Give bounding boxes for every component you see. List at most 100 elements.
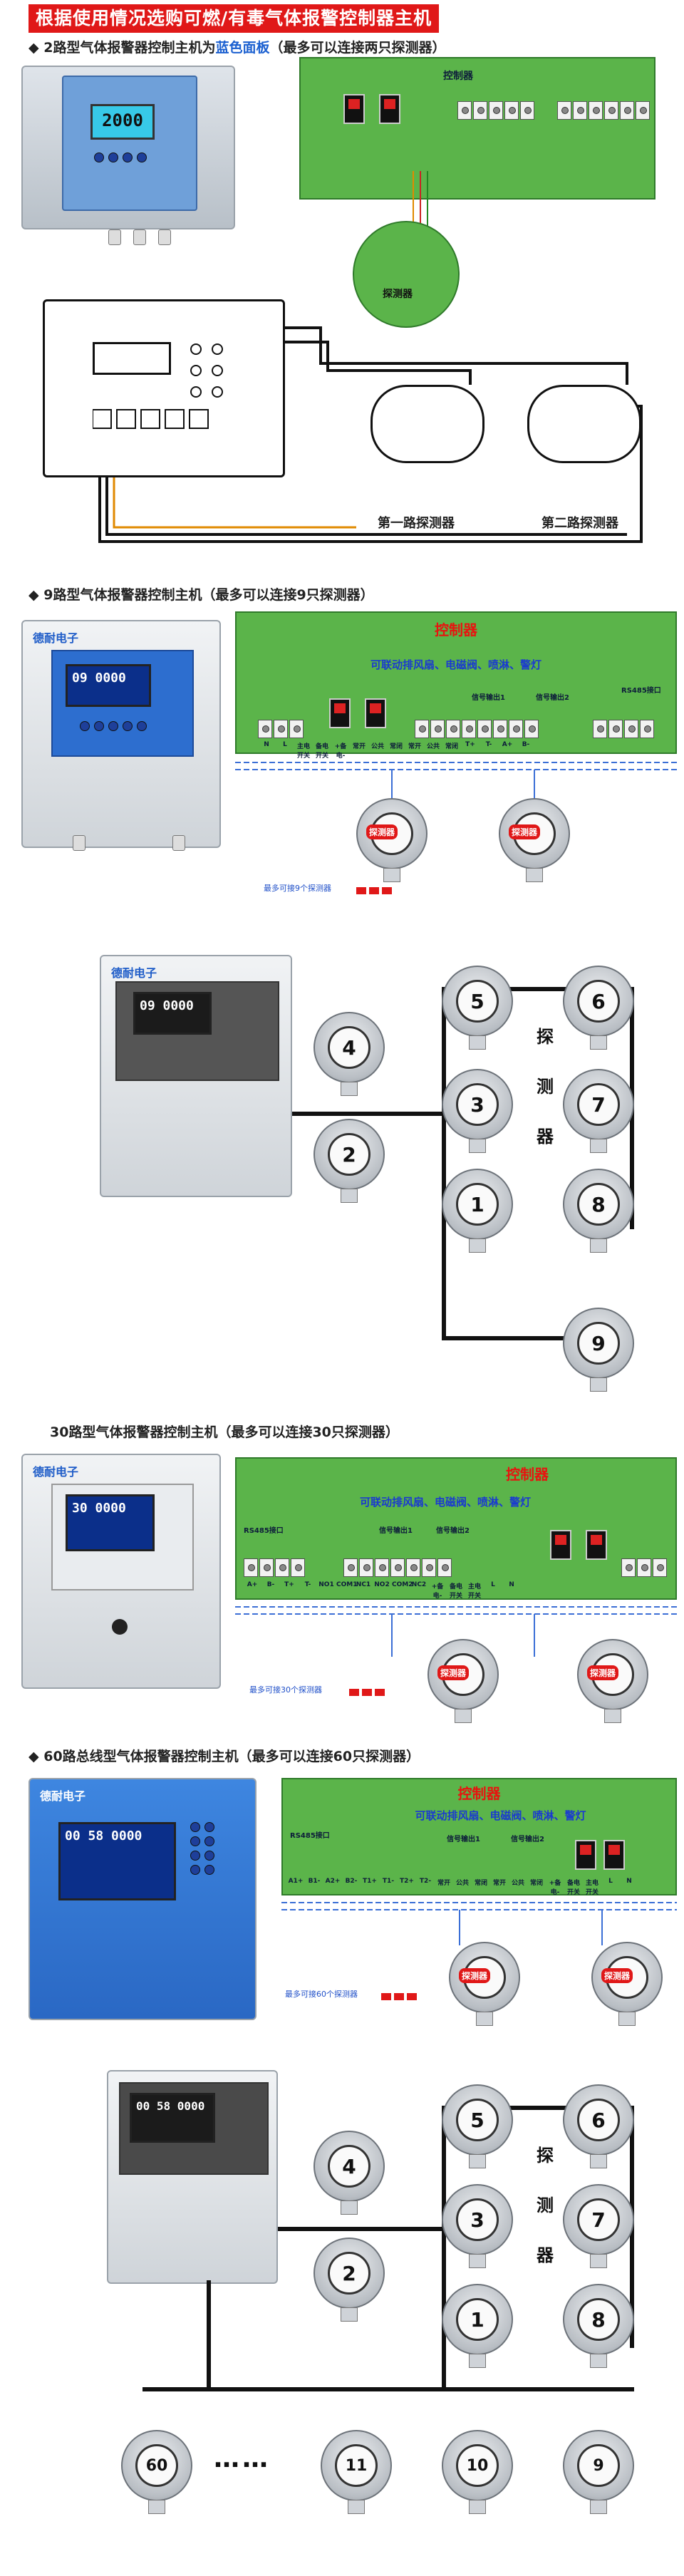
detector-10: 10 [435,2423,520,2515]
detector-tag: 探测器 [437,1665,470,1680]
detector-7: 7 [556,1062,641,1154]
terminal-block [244,1558,305,1577]
key-button[interactable] [190,1865,200,1875]
key-button[interactable] [80,721,90,731]
terminal-labels: A+ B- T+ T- NO1 COM1 NC1 NO2 COM2 NC2 +备… [247,1581,514,1600]
section1-heading-suffix: （最多可以连接两只探测器） [269,40,446,56]
pcb-subtitle: 可联动排风扇、电磁阀、喷淋、警灯 [415,1809,586,1822]
keypad [80,721,147,731]
controller-pcb-60way: 控制器 可联动排风扇、电磁阀、喷淋、警灯 RS485接口 信号输出1 信号输出2… [281,1778,677,1896]
bus-top [442,2106,634,2110]
signal-output-1-label: 信号输出1 [447,1836,480,1843]
key-button[interactable] [123,721,133,731]
pcb-title: 控制器 [443,71,473,82]
bus-left-branch [292,1112,445,1116]
keypad [190,1822,214,1875]
detector-11: 11 [314,2423,399,2515]
detector-5: 5 [435,2077,520,2170]
section2-heading: ◆ 9路型气体报警器控制主机（最多可以连接9只探测器） [28,587,374,603]
controller-pcb-2way: 控制器 [299,57,656,200]
key-button[interactable] [190,1822,200,1832]
detector-8: 8 [556,2277,641,2369]
main-power-switch [329,698,351,728]
detector-outline-2 [527,385,641,463]
terminal-block [557,101,650,120]
ellipsis: …… [214,2444,271,2473]
bus-down [207,2280,211,2387]
vertical-detector-label: 探 测 器 [537,1027,554,1147]
lcd-display: 30 0000 [66,1494,155,1551]
detector-9: 9 [556,2423,641,2515]
terminal-block [621,1558,667,1577]
detector-icon: 探测器 [492,791,577,884]
note-red-squares [349,1685,388,1696]
detector-icon: 探测器 [442,1935,527,2027]
bus-lines-60way [281,1902,677,1945]
controller-key-row [93,409,209,429]
rs485-label: RS485接口 [244,1527,284,1535]
lcd-value: 2000 [102,110,143,130]
detector-4: 4 [306,1005,392,1097]
detector-label-1: 第一路探测器 [378,516,455,531]
terminal-block [258,720,304,738]
controller-60way-grey: 00 58 0000 [107,2070,278,2284]
bus-lines-30way [235,1606,677,1657]
cable-gland [73,835,86,851]
vertical-detector-label: 探 测 器 [537,2146,554,2265]
key-button[interactable] [204,1851,214,1861]
key-button[interactable] [204,1865,214,1875]
backup-power-switch [550,1530,571,1560]
cable-gland [108,229,121,245]
max-detectors-note: 最多可接9个探测器 [264,884,331,893]
pcb-subtitle: 可联动排风扇、电磁阀、喷淋、警灯 [359,1496,531,1509]
lcd-value: 00 58 0000 [136,2099,205,2113]
rs485-label: RS485接口 [621,687,661,695]
key-button[interactable] [94,152,104,162]
detector-tag: 探测器 [509,824,541,839]
detector-icon: 探测器 [570,1632,656,1724]
max-detectors-note: 最多可接30个探测器 [249,1685,322,1695]
detector-outline-1 [370,385,484,463]
terminal-labels: A1+ B1- A2+ B2- T1+ T1- T2+ T2- 常开 公共 常闭… [288,1878,632,1896]
terminal-labels: N L 主电开关 备电开关 +备电- 常开 公共 常闭 常开 公共 常闭 T+ … [264,741,530,760]
key-button[interactable] [137,152,147,162]
detector-board-circle: 探测器 [353,221,460,328]
cable-gland [158,229,171,245]
pcb-subtitle: 可联动排风扇、电磁阀、喷淋、警灯 [370,658,542,671]
key-button[interactable] [94,721,104,731]
max-detectors-note: 最多可接60个探测器 [285,1990,358,1999]
section1-heading: ◆ 2路型气体报警器控制主机为蓝色面板（最多可以连接两只探测器） [28,37,445,56]
key-button[interactable] [123,152,133,162]
pcb-title: 控制器 [506,1466,549,1483]
bus-top [442,987,634,991]
signal-output-1-label: 信号输出1 [472,694,505,702]
controller-30way-unit: 德耐电子 30 0000 [21,1454,221,1689]
controller-2way-unit: 2000 [21,66,235,245]
note-red-squares [381,1990,420,2000]
key-button[interactable] [108,152,118,162]
key-button[interactable] [204,1822,214,1832]
lcd-display: 09 0000 [66,664,151,707]
pcb-title: 控制器 [435,621,477,638]
bus-bottom [442,1336,606,1340]
section1-heading-blue: 蓝色面板 [215,40,270,56]
detector-tag: 探测器 [366,824,398,839]
lcd-display: 2000 [90,104,155,140]
controller-pcb-30way: 控制器 可联动排风扇、电磁阀、喷淋、警灯 RS485接口 信号输出1 信号输出2… [235,1457,677,1600]
lcd-value: 00 58 0000 [65,1828,142,1843]
key-button[interactable] [204,1836,214,1846]
brand-label: 德耐电子 [111,966,157,980]
detector-3: 3 [435,1062,520,1154]
cable-gland [172,835,185,851]
key-button[interactable] [190,1851,200,1861]
bus-left-branch [278,2227,445,2231]
backup-power-switch [365,698,386,728]
key-button[interactable] [108,721,118,731]
backup-switch [379,94,400,124]
key-button[interactable] [190,1836,200,1846]
detector-5: 5 [435,958,520,1051]
detector-8: 8 [556,1162,641,1254]
rs485-label: RS485接口 [290,1832,330,1840]
key-button[interactable] [137,721,147,731]
display-window [93,342,171,375]
